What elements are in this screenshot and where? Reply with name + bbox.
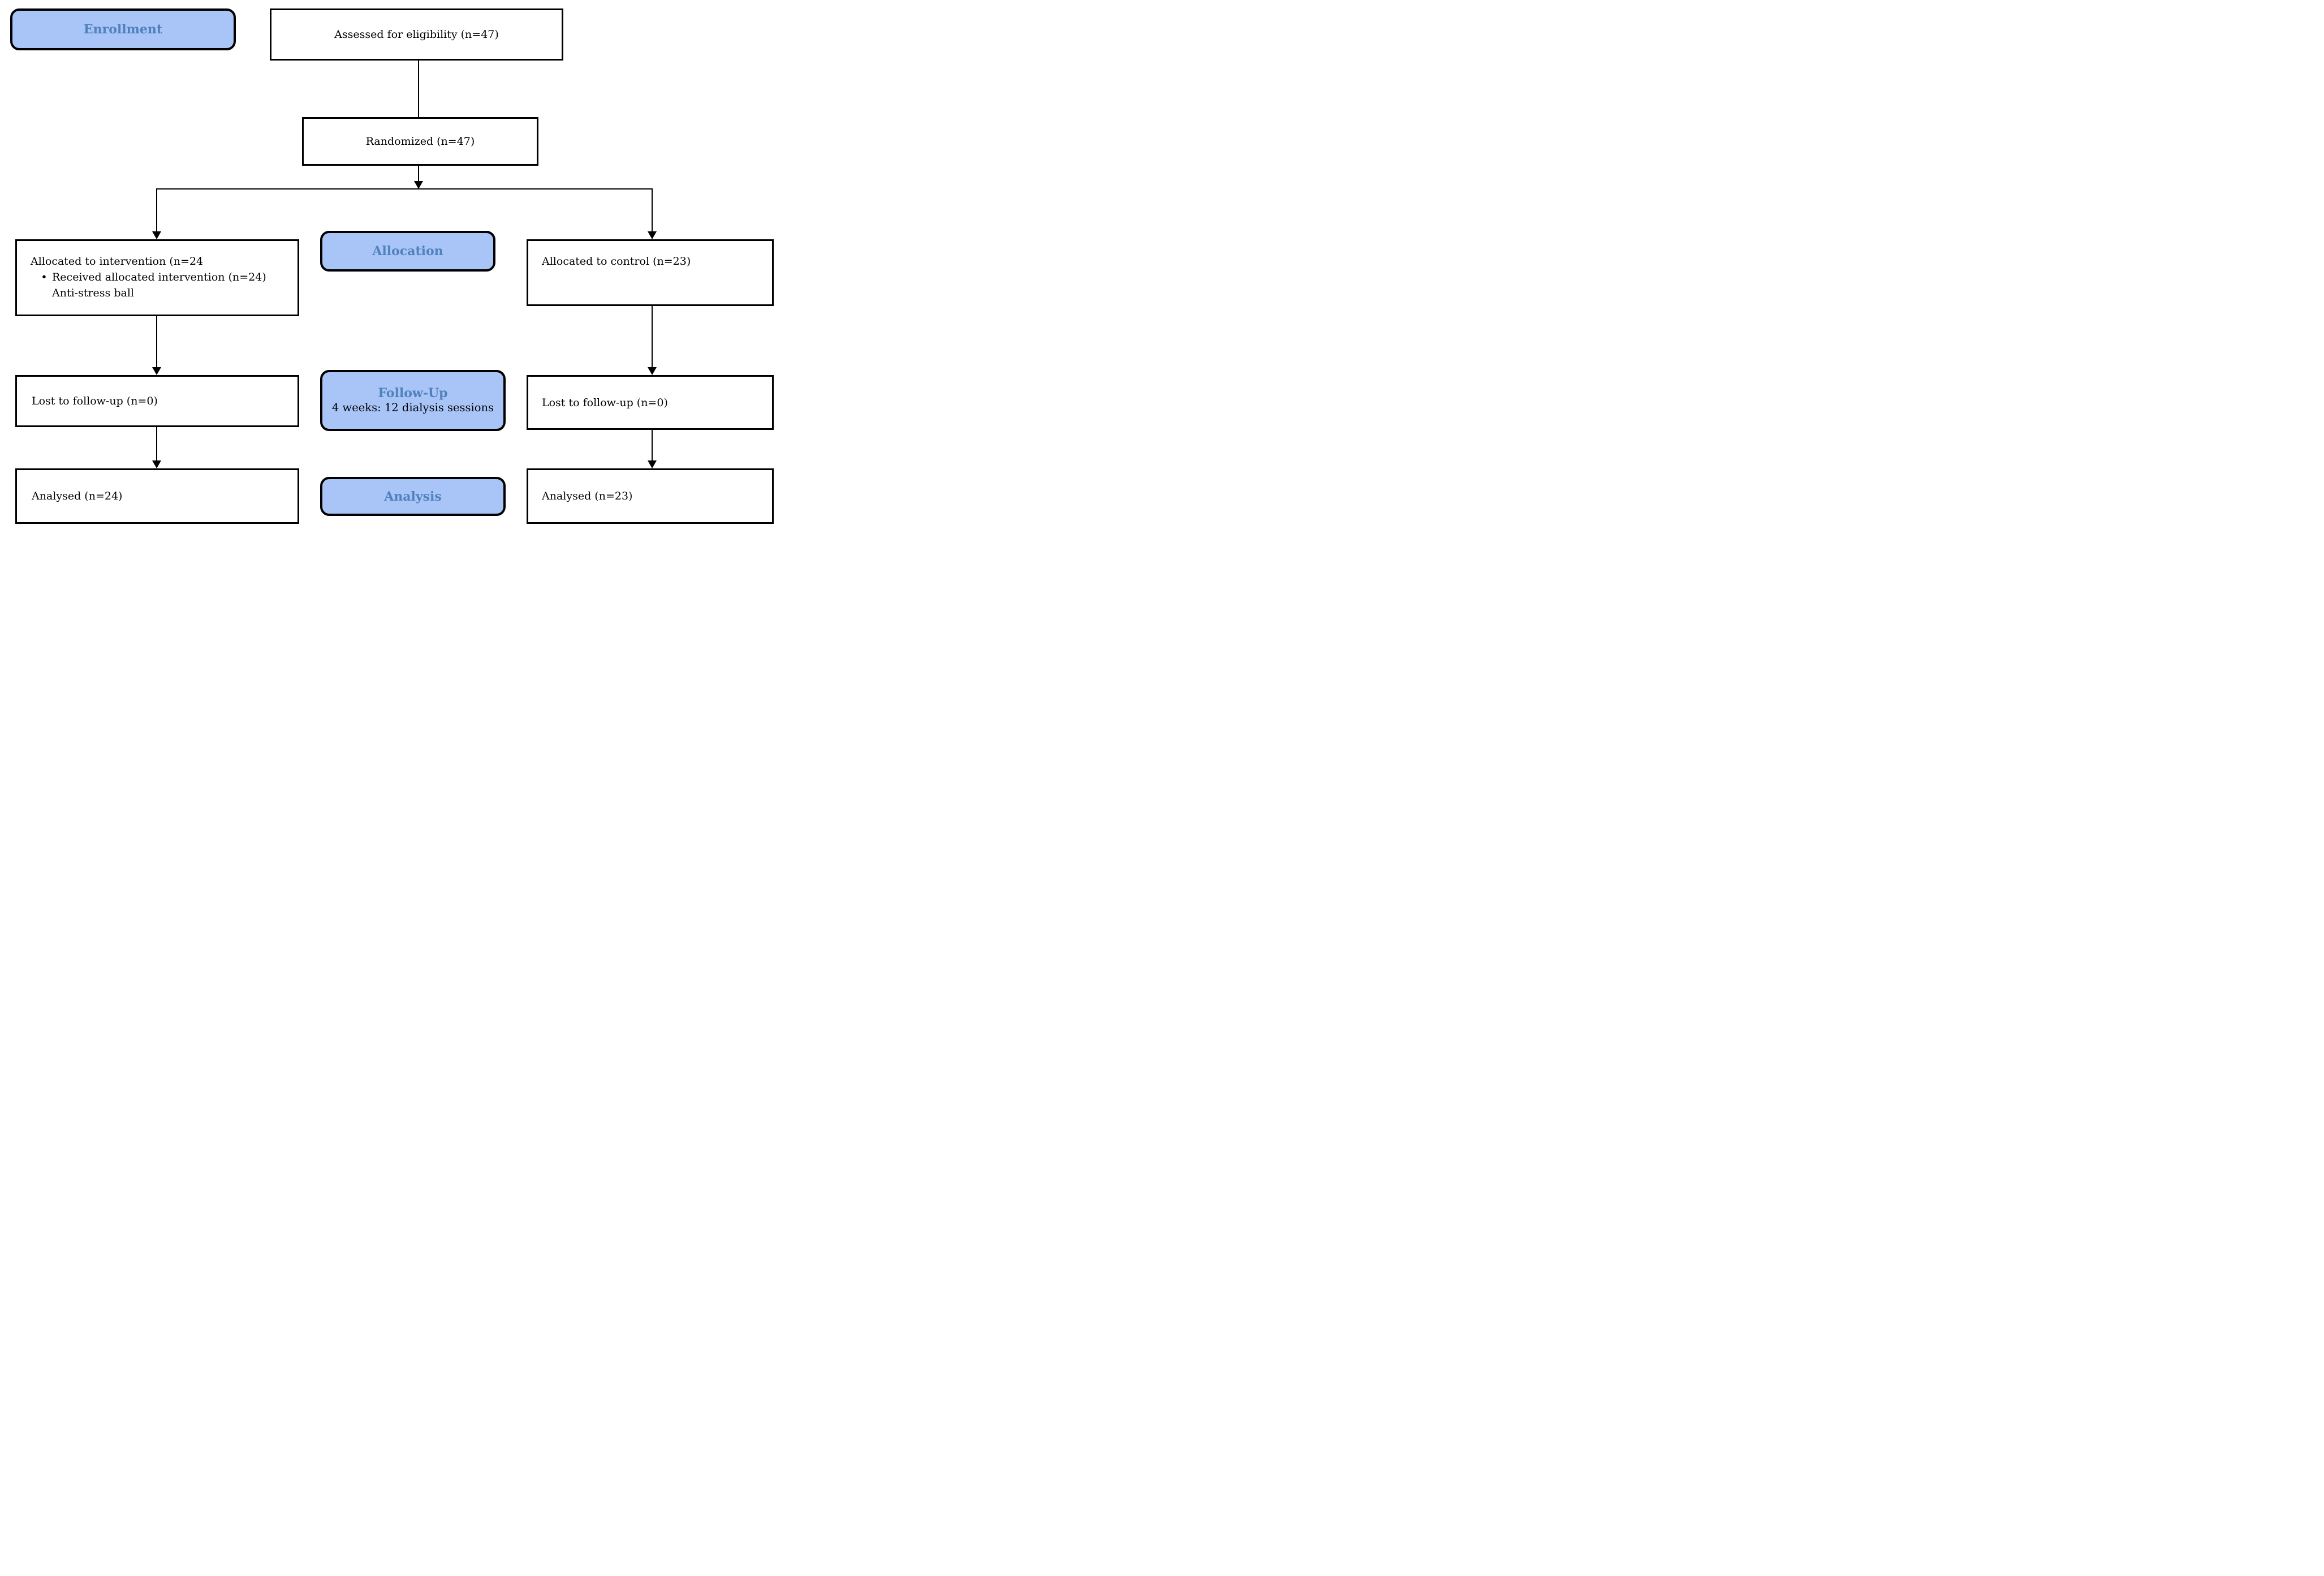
allocated-intervention-line1: Allocated to intervention (n=24 [31, 255, 204, 268]
box-randomized: Randomized (n=47) [302, 117, 538, 166]
stage-label-followup: Follow-Up 4 weeks: 12 dialysis sessions [320, 370, 506, 431]
box-lost-followup-control: Lost to follow-up (n=0) [527, 375, 774, 430]
stage-label-enrollment-text: Enrollment [83, 22, 163, 37]
connector-lost-to-analysed-intervention [156, 427, 157, 461]
arrowhead-into-analysed-intervention [152, 460, 161, 468]
box-lost-followup-intervention: Lost to follow-up (n=0) [15, 375, 299, 427]
connector-split-horizontal [156, 188, 653, 190]
connector-lost-to-analysed-control [652, 430, 653, 461]
stage-label-allocation-text: Allocation [372, 244, 443, 259]
stage-label-followup-subtitle: 4 weeks: 12 dialysis sessions [331, 401, 494, 414]
box-allocated-control-text: Allocated to control (n=23) [542, 255, 691, 268]
box-allocated-intervention: Allocated to intervention (n=24 • Receiv… [15, 239, 299, 316]
arrowhead-into-allocated-intervention [152, 231, 161, 239]
arrowhead-into-lost-intervention [152, 367, 161, 375]
arrowhead-into-lost-control [648, 367, 657, 375]
arrowhead-randomized-split [414, 181, 423, 189]
box-analysed-control: Analysed (n=23) [527, 468, 774, 524]
box-analysed-control-text: Analysed (n=23) [542, 490, 633, 502]
allocated-intervention-line3: Anti-stress ball [52, 287, 134, 299]
stage-label-allocation: Allocation [320, 231, 495, 272]
connector-split-to-control [652, 188, 653, 232]
arrowhead-into-analysed-control [648, 460, 657, 468]
box-randomized-text: Randomized (n=47) [365, 135, 475, 148]
connector-split-to-intervention [156, 188, 157, 232]
connector-intervention-to-lost [156, 316, 157, 368]
stage-label-analysis: Analysis [320, 477, 506, 516]
box-lost-followup-control-text: Lost to follow-up (n=0) [542, 396, 668, 409]
stage-label-followup-text: Follow-Up [378, 386, 448, 401]
connector-randomized-to-split [418, 166, 419, 182]
stage-label-enrollment: Enrollment [10, 8, 236, 50]
allocated-intervention-bullet-text: Received allocated intervention (n=24) [52, 271, 266, 283]
allocated-intervention-bullet-row: • Received allocated intervention (n=24) [36, 269, 290, 285]
stage-label-analysis-text: Analysis [384, 489, 442, 504]
connector-control-to-lost [652, 306, 653, 368]
box-assessed-eligibility-text: Assessed for eligibility (n=47) [334, 28, 499, 41]
box-lost-followup-intervention-text: Lost to follow-up (n=0) [32, 395, 158, 407]
arrowhead-into-allocated-control [648, 231, 657, 239]
box-assessed-eligibility: Assessed for eligibility (n=47) [270, 8, 563, 61]
bullet-icon: • [41, 271, 48, 283]
consort-flow-diagram: Enrollment Allocation Follow-Up 4 weeks:… [0, 0, 775, 526]
box-allocated-control: Allocated to control (n=23) [527, 239, 774, 306]
box-analysed-intervention-text: Analysed (n=24) [32, 490, 123, 502]
box-analysed-intervention: Analysed (n=24) [15, 468, 299, 524]
connector-assessed-to-randomized [418, 61, 419, 117]
